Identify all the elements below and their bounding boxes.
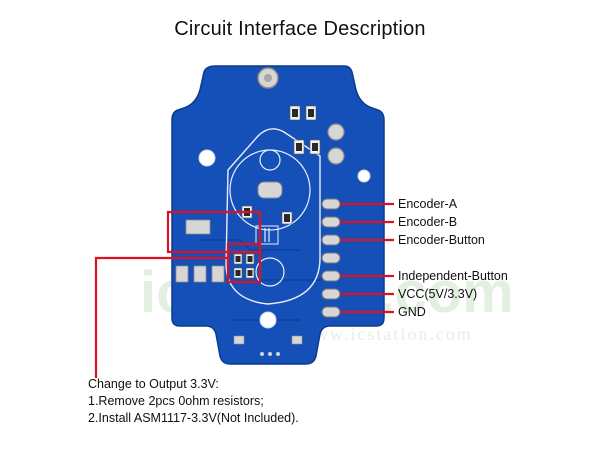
pin-callouts xyxy=(340,202,394,314)
output-change-note: Change to Output 3.3V: 1.Remove 2pcs 0oh… xyxy=(88,376,299,427)
regulator-pad xyxy=(185,219,211,235)
regulator-pin-3 xyxy=(211,265,225,283)
pin-pad-2 xyxy=(321,216,341,228)
mounting-hole-bottom xyxy=(259,311,277,329)
resistor-box xyxy=(226,242,262,284)
note-step-2: 2.Install ASM1117-3.3V(Not Included). xyxy=(88,411,299,425)
encoder-pin-2 xyxy=(327,147,345,165)
pin-pad-6 xyxy=(321,306,341,318)
pin-label-vcc: VCC(5V/3.3V) xyxy=(398,287,478,301)
pin-label-gnd: GND xyxy=(398,305,426,319)
watermark-url: www.icstation.com xyxy=(300,324,473,344)
pcb-board xyxy=(171,65,385,365)
encoder-pin-1 xyxy=(327,123,345,141)
note-heading: Change to Output 3.3V: xyxy=(88,377,219,391)
pin-pad-3 xyxy=(321,234,341,246)
regulator-pin-1 xyxy=(175,265,189,283)
pin-pad-4 xyxy=(321,270,341,282)
regulator-pin-2 xyxy=(193,265,207,283)
pin-label-encoder-button: Encoder-Button xyxy=(398,233,485,247)
encoder-silkscreen xyxy=(225,128,321,305)
capacitor-outline xyxy=(255,225,279,245)
mounting-hole-right xyxy=(357,169,371,183)
pin-pad-5 xyxy=(321,288,341,300)
center-pad xyxy=(257,181,283,199)
mounting-hole-left xyxy=(198,149,216,167)
pin-pad-1 xyxy=(321,198,341,210)
pin-label-independent-button: Independent-Button xyxy=(398,269,508,283)
pin-label-encoder-b: Encoder-B xyxy=(398,215,458,229)
pin-pad-nc xyxy=(321,252,341,264)
header-pins xyxy=(321,198,341,318)
pin-label-encoder-a: Encoder-A xyxy=(398,197,458,211)
regulator-box xyxy=(166,210,262,254)
diagram-title: Circuit Interface Description xyxy=(174,18,426,40)
note-step-1: 1.Remove 2pcs 0ohm resistors; xyxy=(88,394,264,408)
note-leader-line xyxy=(94,256,228,378)
regulator-highlight xyxy=(94,210,262,378)
